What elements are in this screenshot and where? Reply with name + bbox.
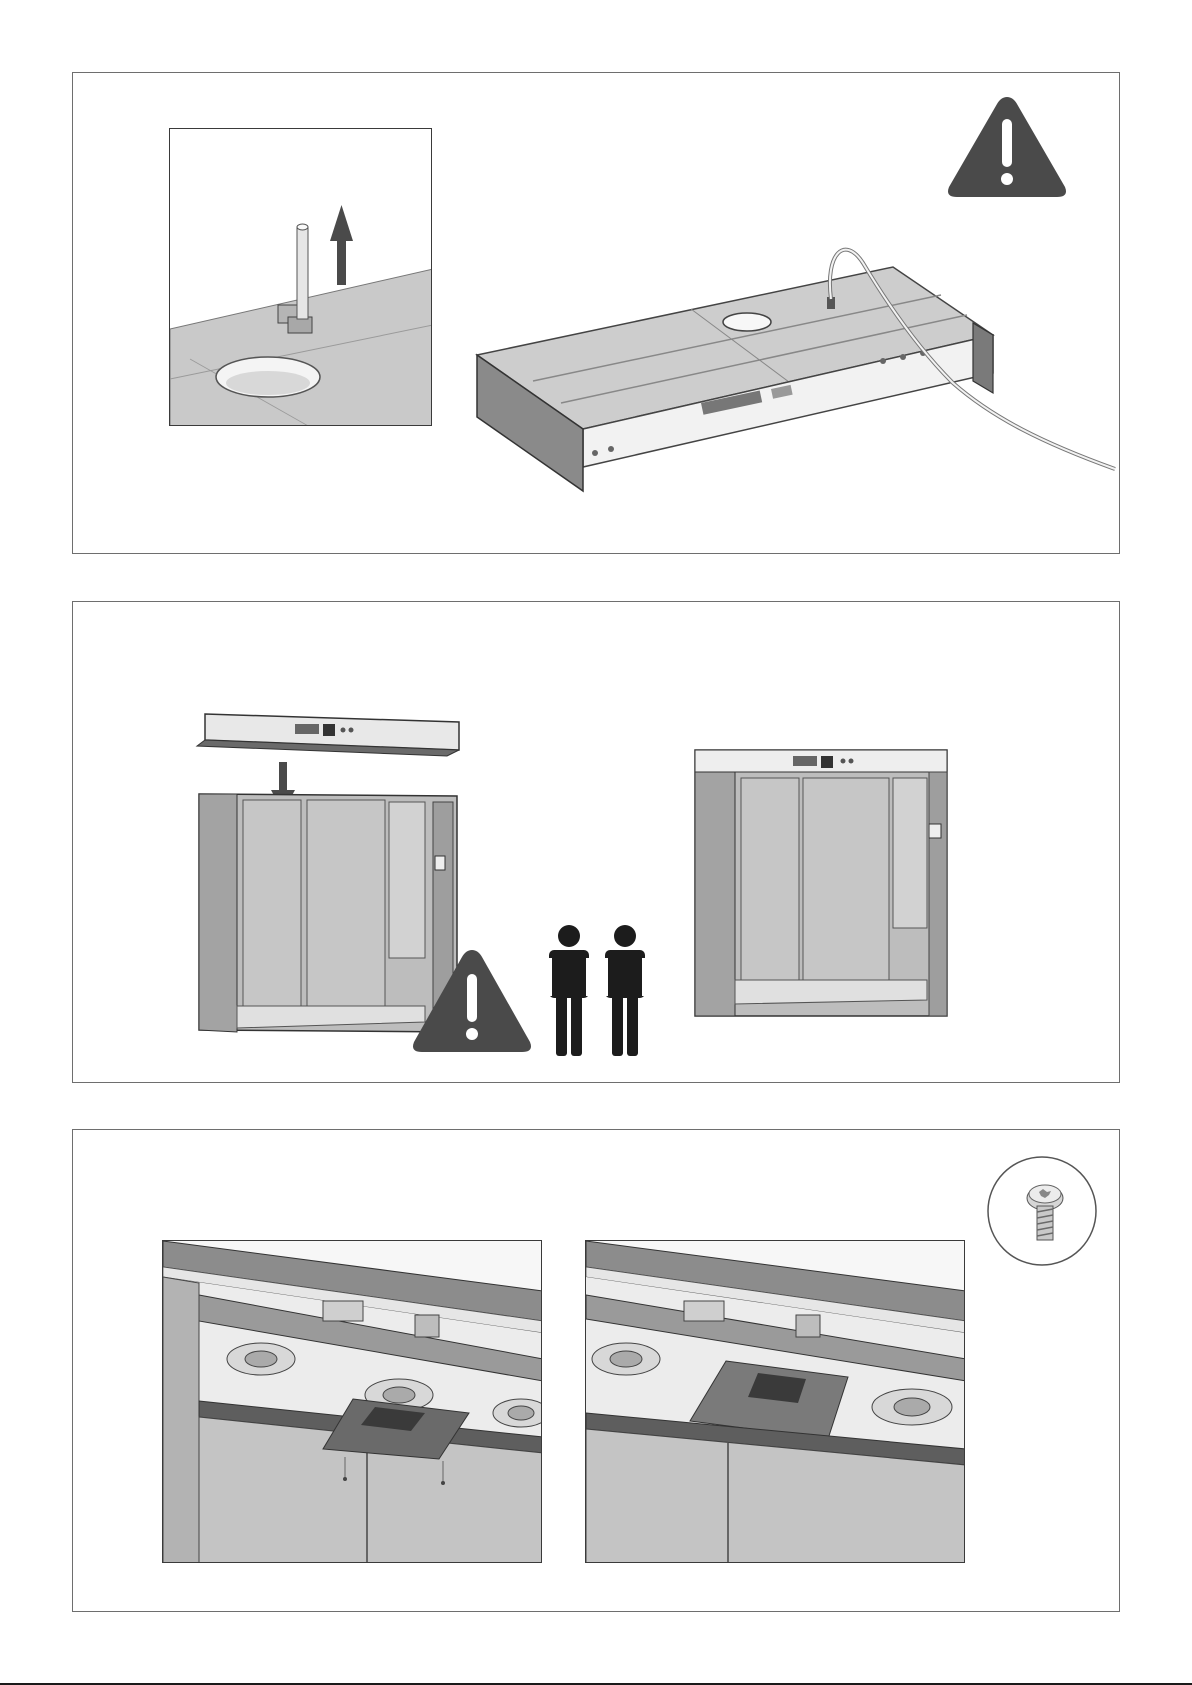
- warning-icon: [943, 91, 1071, 203]
- cable-gland-detail: [169, 128, 432, 426]
- warning-icon: [408, 944, 536, 1058]
- cable-gland-illustration: [170, 129, 432, 426]
- step-2-panel: [72, 601, 1120, 1083]
- roof-module-with-cable: [473, 243, 1123, 543]
- step-3-panel: [72, 1129, 1120, 1612]
- torx-screw-icon: [985, 1154, 1099, 1268]
- grille-plate-before: [162, 1240, 542, 1563]
- grille-plate-mounted: [585, 1240, 965, 1563]
- step-1-panel: [72, 72, 1120, 554]
- grille-plate-before-illustration: [163, 1241, 542, 1563]
- assembled-cabinet: [693, 742, 953, 1024]
- two-persons-icon: [543, 924, 655, 1060]
- grille-plate-mounted-illustration: [586, 1241, 965, 1563]
